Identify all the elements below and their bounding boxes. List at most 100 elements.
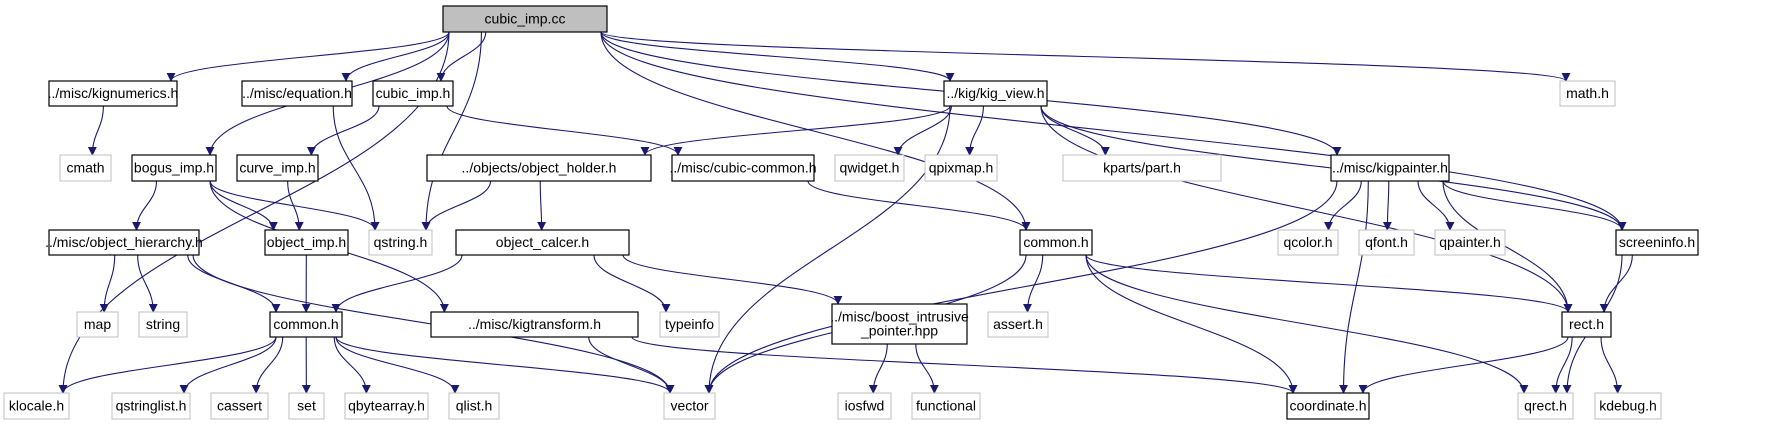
node-qstring: qstring.h (368, 229, 433, 256)
edge-cc-to-screeninfo (600, 31, 1627, 231)
edge-common1-to-qstringlist (179, 336, 277, 394)
node-label: cassert (217, 398, 262, 414)
node-box (943, 80, 1048, 107)
edge-kigpainter-to-qfont (1382, 180, 1392, 231)
node-common1[interactable]: common.h (269, 311, 343, 338)
edge-screeninfo-to-rect (1599, 254, 1633, 313)
node-cmath: cmath (59, 154, 112, 182)
edge-cc-to-kignumerics (166, 31, 450, 82)
node-coordinate[interactable]: coordinate.h (1286, 392, 1370, 420)
node-common2[interactable]: common.h (1019, 229, 1093, 256)
node-equation[interactable]: ../misc/equation.h (241, 80, 353, 107)
edge-boost-to-iosfwd (868, 343, 888, 394)
node-label: screeninfo.h (1619, 234, 1695, 250)
node-label: ../misc/kigpainter.h (1332, 160, 1448, 176)
node-curve_imp[interactable]: curve_imp.h (236, 154, 319, 182)
node-box (210, 392, 269, 420)
node-object_hierarchy[interactable]: ../misc/object_hierarchy.h (45, 229, 203, 256)
edge-kigtransform-to-vector (588, 336, 675, 394)
edge-kigpainter-to-coordinate (1339, 180, 1369, 394)
node-box (1561, 311, 1612, 338)
node-label: map (84, 316, 111, 332)
node-string: string (138, 311, 188, 338)
node-object_calcer[interactable]: object_calcer.h (455, 229, 630, 256)
node-set: set (288, 392, 325, 420)
node-box (987, 311, 1049, 338)
node-box (1286, 392, 1370, 420)
node-vector: vector (663, 392, 716, 420)
node-label: coordinate.h (1289, 398, 1366, 414)
nodes-layer: cubic_imp.cc ../misc/kignumerics.h ../misc… (3, 5, 1699, 420)
node-assert: assert.h (987, 311, 1049, 338)
node-qrect: qrect.h (1517, 392, 1574, 420)
node-box (448, 392, 500, 420)
edge-bogus_imp-to-object_imp (209, 180, 278, 231)
node-cubic_imp_h[interactable]: cubic_imp.h (372, 80, 454, 107)
node-bogus_imp[interactable]: bogus_imp.h (131, 154, 217, 182)
node-box (831, 303, 968, 345)
node-screeninfo[interactable]: screeninfo.h (1615, 229, 1699, 256)
edge-cubic_imp_h-to-cubic_common (446, 105, 683, 156)
node-kdebug: kdebug.h (1594, 392, 1662, 420)
edge-rect-to-kdebug (1600, 336, 1623, 394)
edge-kigtransform-to-coordinate (631, 336, 1298, 394)
node-label: assert.h (993, 316, 1043, 332)
node-label: string (146, 316, 180, 332)
edge-object_holder-to-qstring (421, 180, 492, 231)
node-box (76, 311, 119, 338)
edge-object_calcer-to-typeinfo (593, 254, 671, 313)
node-label: qbytearray.h (348, 398, 425, 414)
node-label: bogus_imp.h (134, 160, 214, 176)
node-label: qstringlist.h (116, 398, 187, 414)
edge-common1-to-qbytearray (333, 336, 371, 394)
edge-common2-to-qrect (1085, 254, 1529, 394)
node-qpixmap: qpixmap.h (924, 154, 998, 182)
node-object_holder[interactable]: ../objects/object_holder.h (426, 154, 652, 182)
node-box (663, 392, 716, 420)
node-label: kdebug.h (1599, 398, 1657, 414)
node-box (48, 80, 178, 107)
node-label: functional (916, 398, 976, 414)
node-boost[interactable]: ../misc/boost_intrusive_pointer.hpp (830, 303, 969, 345)
edge-rect-to-qrect (1551, 336, 1573, 394)
edge-kig_view-to-rect (1040, 105, 1573, 313)
node-qstringlist: qstringlist.h (111, 392, 191, 420)
edge-cc-to-qstring (421, 31, 482, 231)
node-label: qwidget.h (840, 160, 900, 176)
node-kig_view[interactable]: ../kig/kig_view.h (943, 80, 1048, 107)
node-kigtransform[interactable]: ../misc/kigtransform.h (430, 311, 639, 338)
node-cc[interactable]: cubic_imp.cc (442, 5, 608, 33)
node-rect[interactable]: rect.h (1561, 311, 1612, 338)
edge-object_hierarchy-to-string (137, 254, 158, 313)
node-box (1517, 392, 1574, 420)
node-box (911, 392, 981, 420)
node-label: qrect.h (1524, 398, 1567, 414)
node-klocale: klocale.h (3, 392, 70, 420)
edge-common1-to-cassert (251, 336, 284, 394)
node-box (430, 311, 639, 338)
edge-kigpainter-to-vector (704, 180, 1338, 394)
node-label: ../objects/object_holder.h (462, 160, 617, 176)
node-label: math.h (1566, 85, 1609, 101)
node-box (671, 154, 815, 182)
edge-cubic_common-to-common2 (807, 180, 1031, 231)
node-box (368, 229, 433, 256)
edge-rect-to-coordinate (1358, 336, 1569, 394)
node-kignumerics[interactable]: ../misc/kignumerics.h (48, 80, 179, 107)
edge-kig_view-to-qwidget (893, 105, 952, 156)
node-box (924, 154, 998, 182)
edge-kig_view-to-object_holder (640, 105, 951, 156)
node-label: rect.h (1569, 316, 1604, 332)
edge-cc-to-kig_view (600, 31, 955, 82)
node-kigpainter[interactable]: ../misc/kigpainter.h (1330, 154, 1450, 182)
node-label: common.h (273, 316, 338, 332)
node-box (131, 154, 217, 182)
edge-cc-to-common2 (600, 31, 1031, 231)
node-cubic_common[interactable]: ../misc/cubic-common.h (669, 154, 817, 182)
node-box (1330, 154, 1450, 182)
node-cassert: cassert (210, 392, 269, 420)
node-label: curve_imp.h (239, 160, 315, 176)
node-box (288, 392, 325, 420)
node-object_imp[interactable]: object_imp.h (264, 229, 349, 256)
node-box (241, 80, 353, 107)
